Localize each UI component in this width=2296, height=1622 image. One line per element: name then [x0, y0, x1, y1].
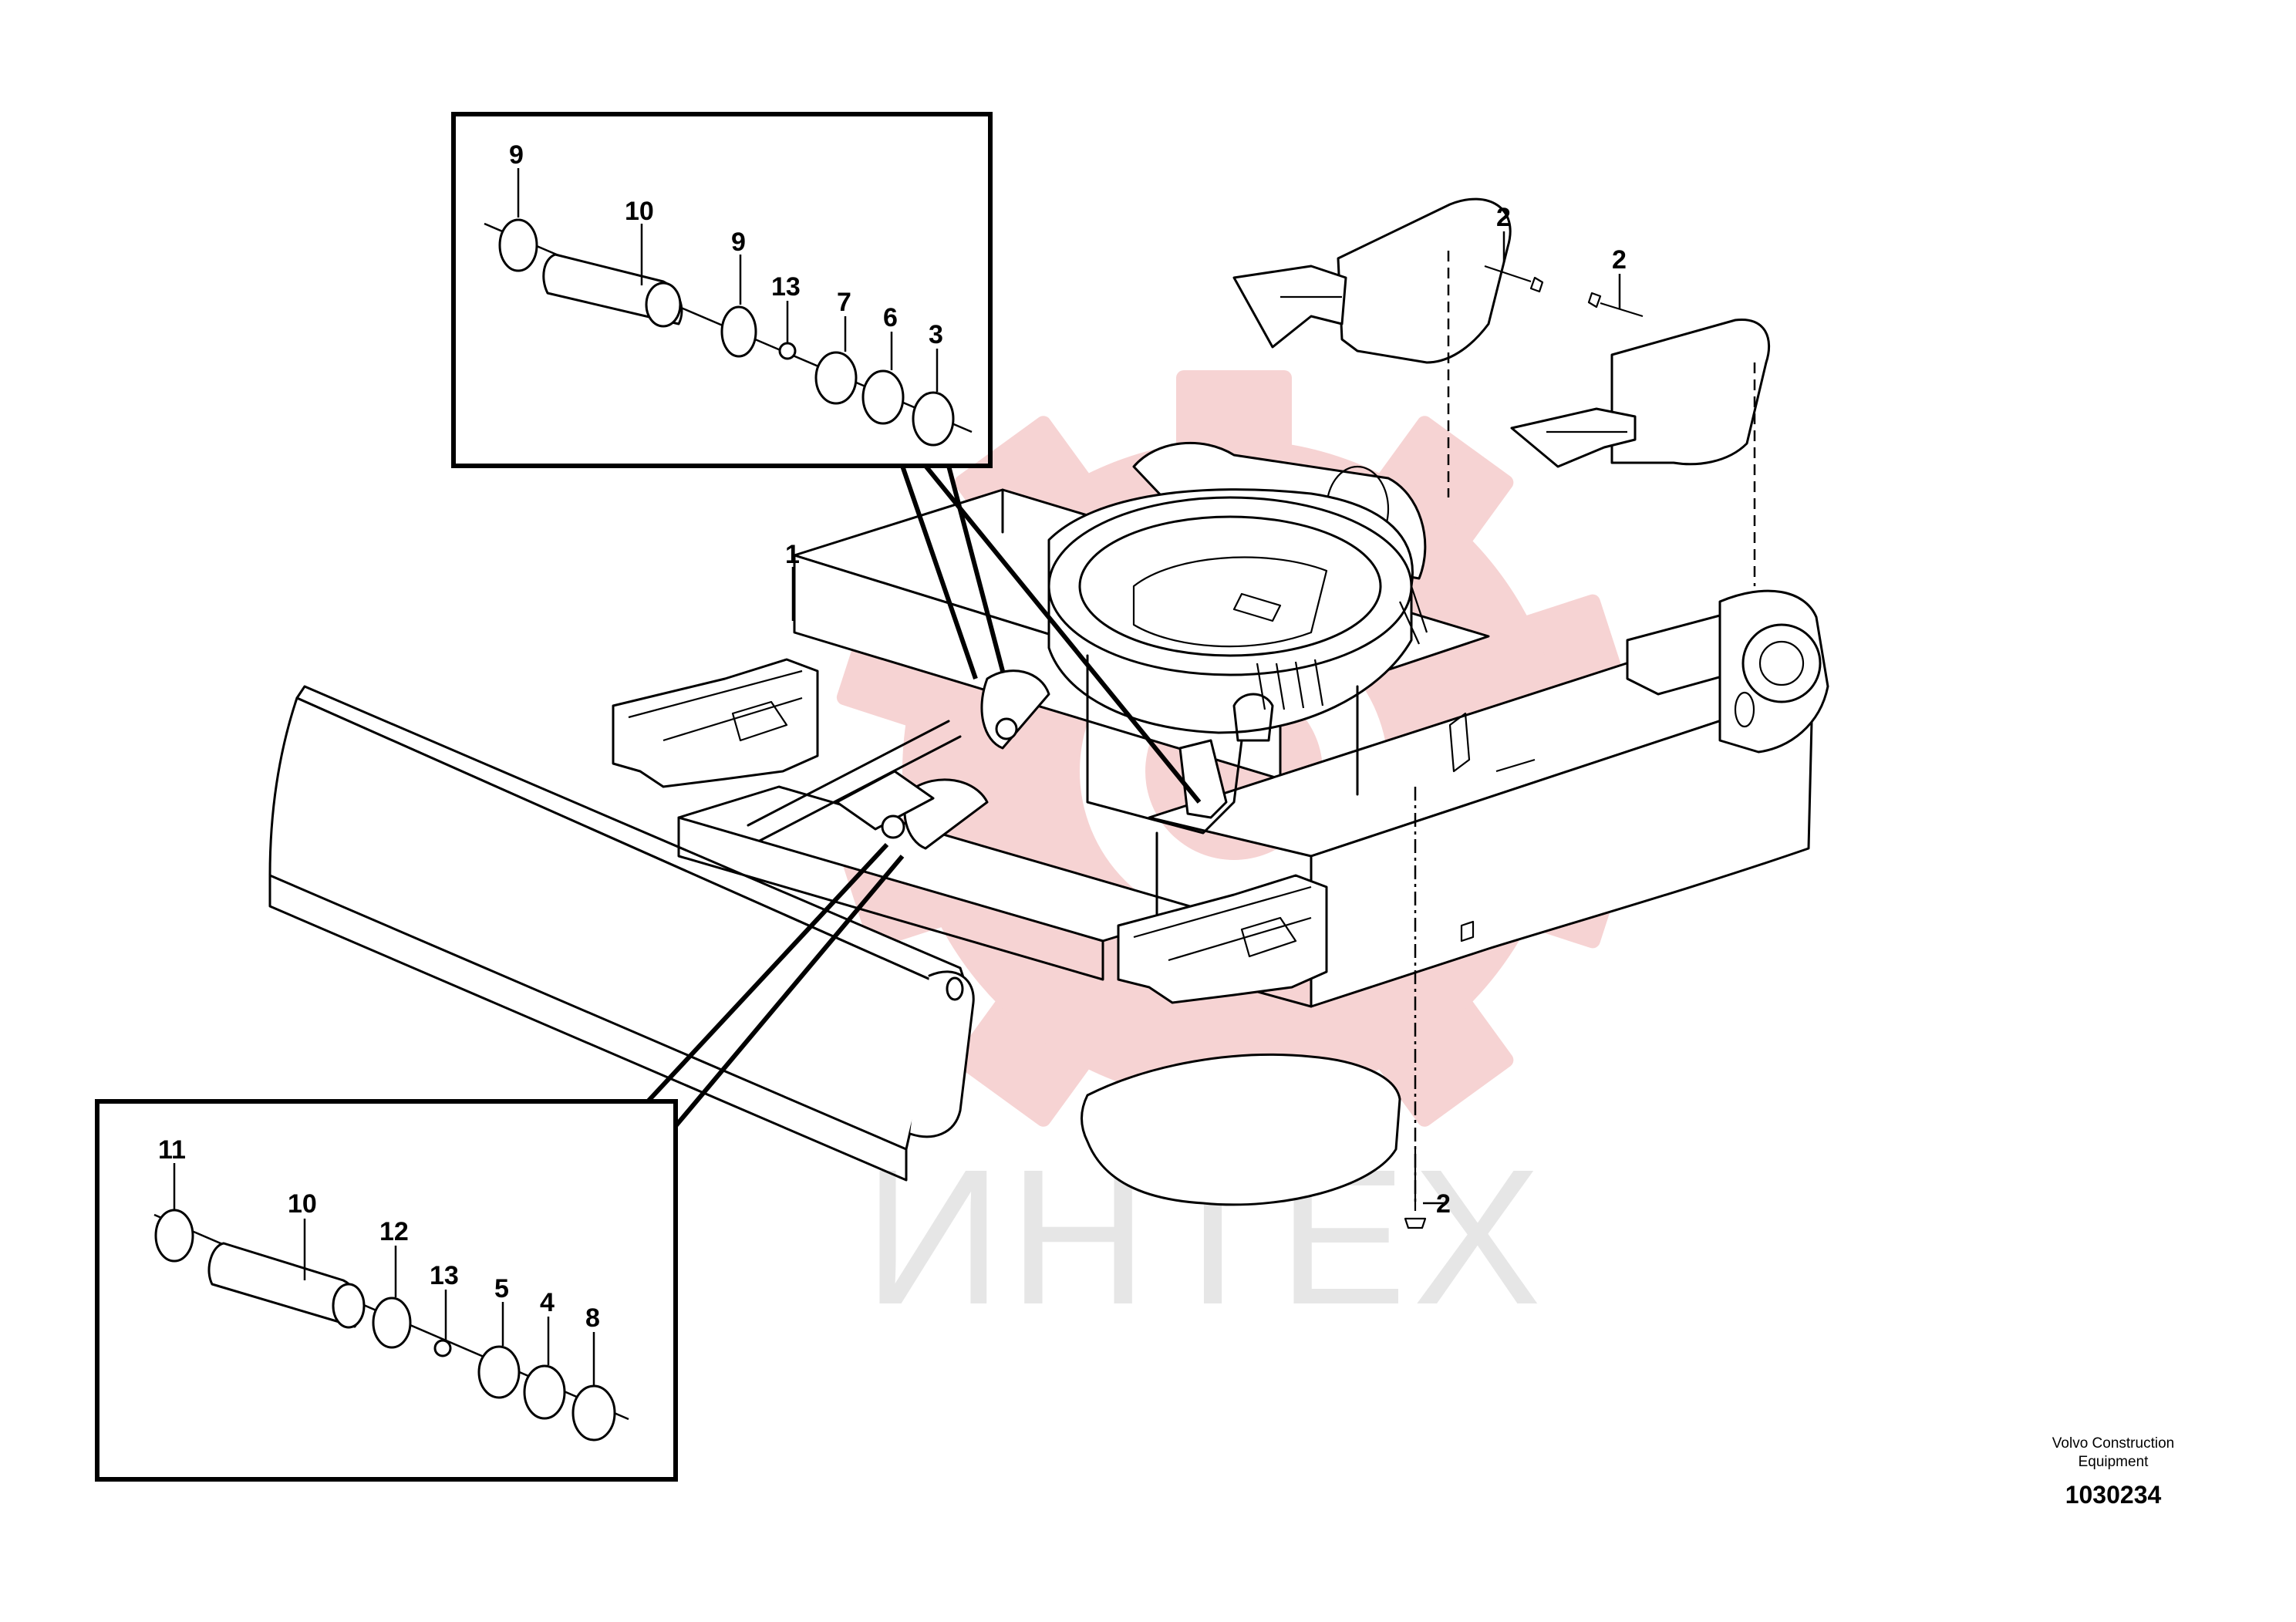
bottom-shield-plate	[1081, 1053, 1401, 1206]
callout-8: 8	[585, 1303, 600, 1333]
callout-2-lower-cover: 2	[1612, 245, 1627, 275]
callout-3: 3	[929, 320, 943, 349]
callout-13-bottom: 13	[430, 1261, 459, 1290]
inset-frame-bottom	[95, 1099, 678, 1482]
callout-13-top: 13	[771, 272, 801, 302]
callout-9-right: 9	[731, 228, 746, 257]
callout-12: 12	[379, 1217, 409, 1246]
callout-7: 7	[837, 288, 851, 317]
callout-2-bottom-bolt: 2	[1436, 1189, 1451, 1219]
bolt-icon	[1484, 265, 1544, 293]
cover-plate-upper	[1232, 197, 1512, 364]
callout-2-upper-cover: 2	[1496, 203, 1511, 232]
bolt-icon	[1587, 292, 1644, 318]
callout-10-top: 10	[625, 197, 654, 226]
manufacturer-name-line1: Volvo Construction	[2052, 1435, 2175, 1452]
dozer-blade	[268, 685, 975, 1182]
inset-frame-top	[451, 112, 993, 468]
callout-9-left: 9	[509, 140, 524, 170]
callout-1: 1	[785, 540, 800, 569]
callout-6: 6	[883, 303, 898, 332]
callout-11: 11	[158, 1135, 186, 1165]
callout-5: 5	[494, 1274, 509, 1303]
callout-leaders	[173, 168, 1621, 1385]
bolt-icon	[1404, 1149, 1427, 1229]
callout-4: 4	[540, 1288, 555, 1317]
callout-10-bottom: 10	[288, 1189, 317, 1219]
undercarriage-frame	[612, 441, 1829, 1008]
manufacturer-credit: Volvo Construction Equipment 1030234	[2005, 1435, 2221, 1509]
inset-top-parts	[484, 218, 973, 447]
inset-bottom-parts	[153, 1209, 629, 1442]
manufacturer-name-line2: Equipment	[2078, 1454, 2149, 1470]
cover-plate-lower	[1510, 318, 1771, 468]
drawing-number: 1030234	[2065, 1481, 2162, 1509]
